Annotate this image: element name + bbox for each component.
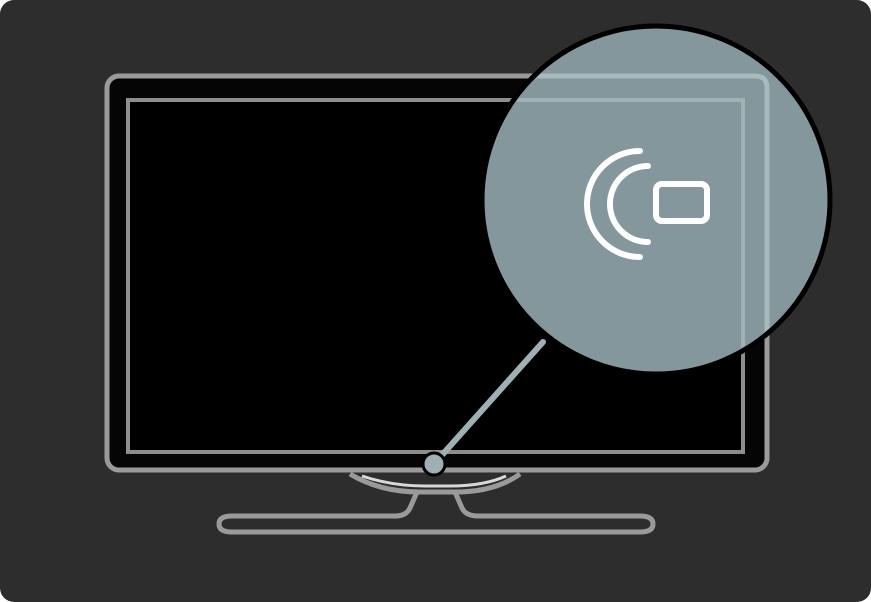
sensor-indicator-dot <box>423 453 445 475</box>
sensor-box <box>656 184 707 221</box>
